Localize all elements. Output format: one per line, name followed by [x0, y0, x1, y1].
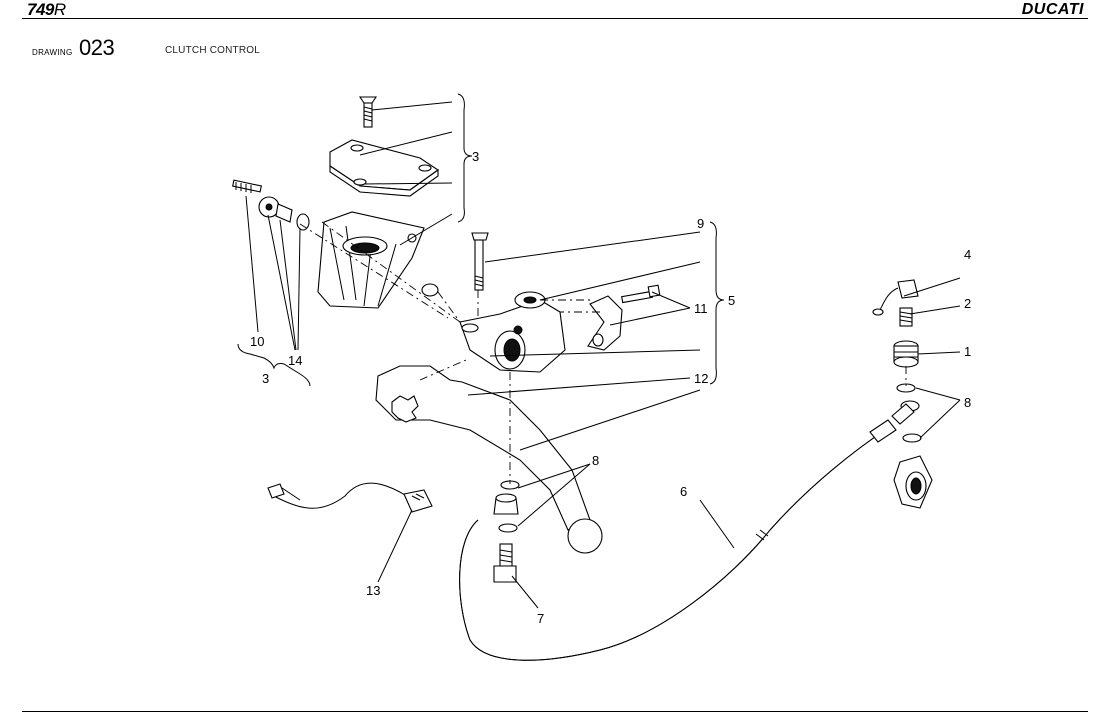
alignment-line	[419, 359, 467, 381]
model-suffix: R	[53, 0, 66, 19]
brand-logo: DUCATI	[1021, 1, 1084, 18]
reservoir-body	[317, 211, 425, 309]
clutch-lever	[375, 365, 603, 554]
bleed-screw	[232, 179, 262, 193]
callout-8-center: 8	[592, 453, 599, 468]
clutch-switch	[267, 482, 433, 513]
reservoir-screw	[358, 96, 378, 128]
handlebar-clamp	[587, 295, 623, 351]
alignment-line	[437, 291, 461, 323]
slave-cylinder-banjo	[893, 455, 933, 509]
footer-divider	[22, 711, 1088, 712]
callout-12: 12	[694, 371, 708, 386]
o-ring-upper	[296, 213, 310, 231]
washer-right-2	[902, 433, 922, 443]
callout-6: 6	[680, 484, 687, 499]
callout-2: 2	[964, 296, 971, 311]
slave-fitting	[893, 340, 919, 368]
bleed-valve	[899, 307, 913, 327]
pivot-bolt	[471, 232, 489, 291]
reservoir-cap	[329, 139, 439, 197]
drawing-label: DRAWING	[32, 48, 73, 57]
callout-14: 14	[288, 353, 302, 368]
callout-10: 10	[250, 334, 264, 349]
callout-3-top: 3	[472, 149, 479, 164]
leader-lines	[245, 101, 961, 609]
alignment-line	[321, 221, 461, 323]
drawing-title: CLUTCH CONTROL	[165, 45, 261, 56]
callout-3-left: 3	[262, 371, 269, 386]
master-cylinder	[459, 291, 566, 373]
banjo-bolt-lower	[493, 543, 517, 583]
callout-5: 5	[728, 293, 735, 308]
header-divider	[22, 18, 1088, 19]
bracket-3-top	[457, 93, 473, 223]
drawing-number: 023	[79, 35, 115, 60]
alignment-line	[299, 223, 449, 319]
clamp-screw	[621, 284, 661, 304]
hose-banjo-upper	[891, 400, 920, 425]
model-name: 749R	[27, 0, 66, 20]
callout-11: 11	[694, 301, 708, 316]
hose-banjo-lower	[493, 480, 520, 533]
bracket-5	[709, 221, 725, 385]
callout-4: 4	[964, 247, 971, 262]
clutch-hose	[459, 419, 897, 661]
bracket-3-left	[237, 343, 311, 387]
callout-8-right: 8	[964, 395, 971, 410]
callout-13: 13	[366, 583, 380, 598]
model-number: 749	[27, 0, 54, 19]
o-ring-lower	[421, 283, 439, 297]
callout-9: 9	[697, 216, 704, 231]
callout-1: 1	[964, 344, 971, 359]
callout-7: 7	[537, 611, 544, 626]
banjo-fitting	[258, 196, 293, 223]
